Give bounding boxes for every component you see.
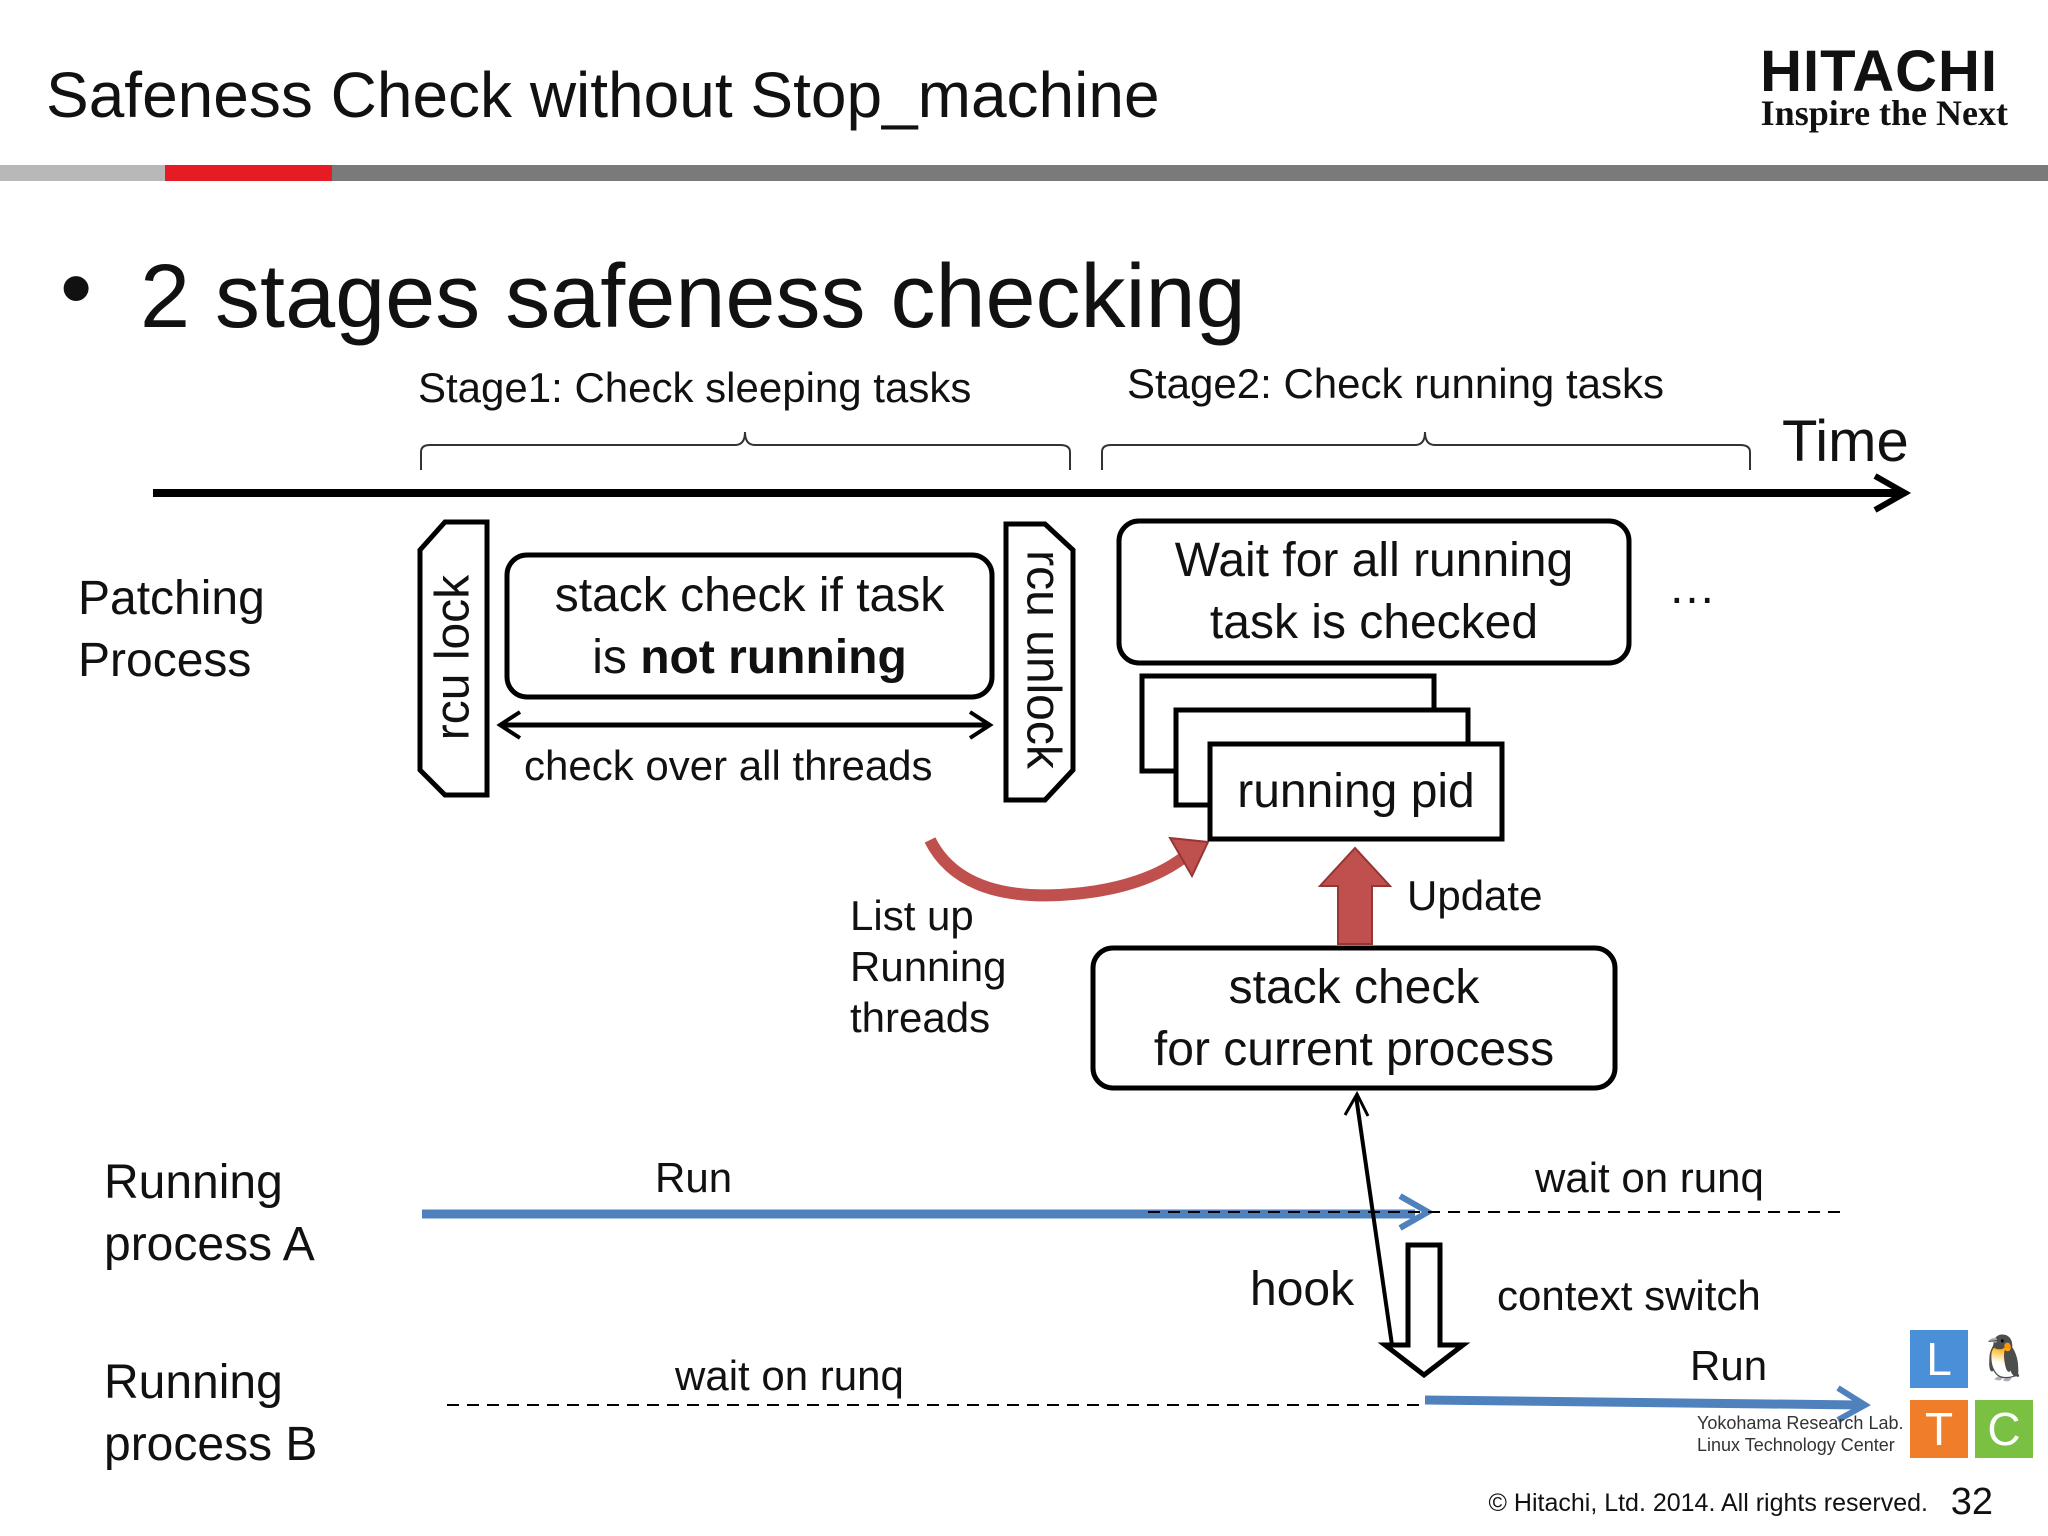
page-number: 32 <box>1950 1481 1993 1523</box>
check-over-label: check over all threads <box>524 742 933 789</box>
update-arrow <box>1317 846 1393 945</box>
stack-check-current-box <box>1090 945 1618 1091</box>
list-up-line1: List up <box>850 892 974 939</box>
time-axis-arrowhead <box>1873 473 1912 513</box>
hook-label: hook <box>1250 1263 1355 1316</box>
process-b-wait-label: wait on runq <box>675 1352 904 1399</box>
wait-line2: task is checked <box>1209 596 1539 650</box>
ltc-lab-name: Yokohama Research Lab. <box>1697 1413 1904 1433</box>
process-a-label: Running process A <box>104 1156 315 1272</box>
stage1-brace <box>420 431 1071 470</box>
stage2-brace <box>1101 431 1751 470</box>
slide-heading: 2 stages safeness checking <box>140 247 1246 347</box>
stack-check-line1: stack check if task <box>554 569 945 622</box>
patching-process-label: Patching Process <box>78 572 265 688</box>
stack-check-emphasis: not running <box>640 631 907 685</box>
context-switch-arrow <box>1377 1242 1471 1379</box>
ltc-tile-c: C <box>1975 1400 2033 1458</box>
context-switch-label: context switch <box>1497 1272 1761 1319</box>
stage2-label: Stage2: Check running tasks <box>1127 360 1664 407</box>
stack-check-line2: is not running <box>592 631 907 685</box>
copyright-text: © Hitachi, Ltd. 2014. All rights reserve… <box>1488 1489 1928 1517</box>
more-ellipsis: … <box>1668 561 1716 614</box>
process-b-run-line <box>1424 1395 1861 1410</box>
process-b-label: Running process B <box>104 1356 318 1472</box>
wait-line1: Wait for all running <box>1174 534 1574 587</box>
stack-check-current-line1: stack check <box>1228 961 1480 1014</box>
running-pid-card-front <box>1207 741 1505 842</box>
running-pid-label: running pid <box>1237 765 1475 818</box>
list-up-line3: threads <box>850 994 991 1042</box>
header-divider-accent <box>165 165 332 181</box>
company-logo: HITACHI <box>1760 39 1998 104</box>
rcu-lock-label: rcu lock <box>426 574 480 741</box>
update-label: Update <box>1407 872 1543 919</box>
stack-check-current-line2: for current process <box>1153 1023 1555 1077</box>
slide-title: Safeness Check without Stop_machine <box>46 59 1160 131</box>
stage1-label: Stage1: Check sleeping tasks <box>418 364 972 411</box>
bullet-point-icon: • <box>60 237 93 339</box>
wait-box <box>1116 518 1632 666</box>
process-a-run-label: Run <box>655 1154 733 1201</box>
rcu-lock-box <box>417 519 490 798</box>
company-tagline: Inspire the Next <box>1760 93 2008 133</box>
hook-line <box>1354 1095 1394 1346</box>
header-divider <box>0 165 2048 181</box>
ltc-tile-t: T <box>1910 1400 1968 1458</box>
penguin-icon: 🐧 <box>1975 1330 2033 1388</box>
process-b-run-label: Run <box>1690 1342 1768 1389</box>
process-a-wait-label: wait on runq <box>1535 1154 1764 1201</box>
header-divider-light <box>0 165 165 181</box>
list-up-arrow <box>924 837 1200 902</box>
rcu-unlock-label: rcu unlock <box>1016 550 1070 769</box>
time-axis-label: Time <box>1782 409 1909 474</box>
ltc-tile-l: L <box>1910 1330 1968 1388</box>
list-up-line2: Running <box>850 943 1007 991</box>
rcu-unlock-box <box>1003 521 1076 803</box>
ltc-center-name: Linux Technology Center <box>1697 1435 1895 1455</box>
stack-check-box <box>504 552 995 700</box>
